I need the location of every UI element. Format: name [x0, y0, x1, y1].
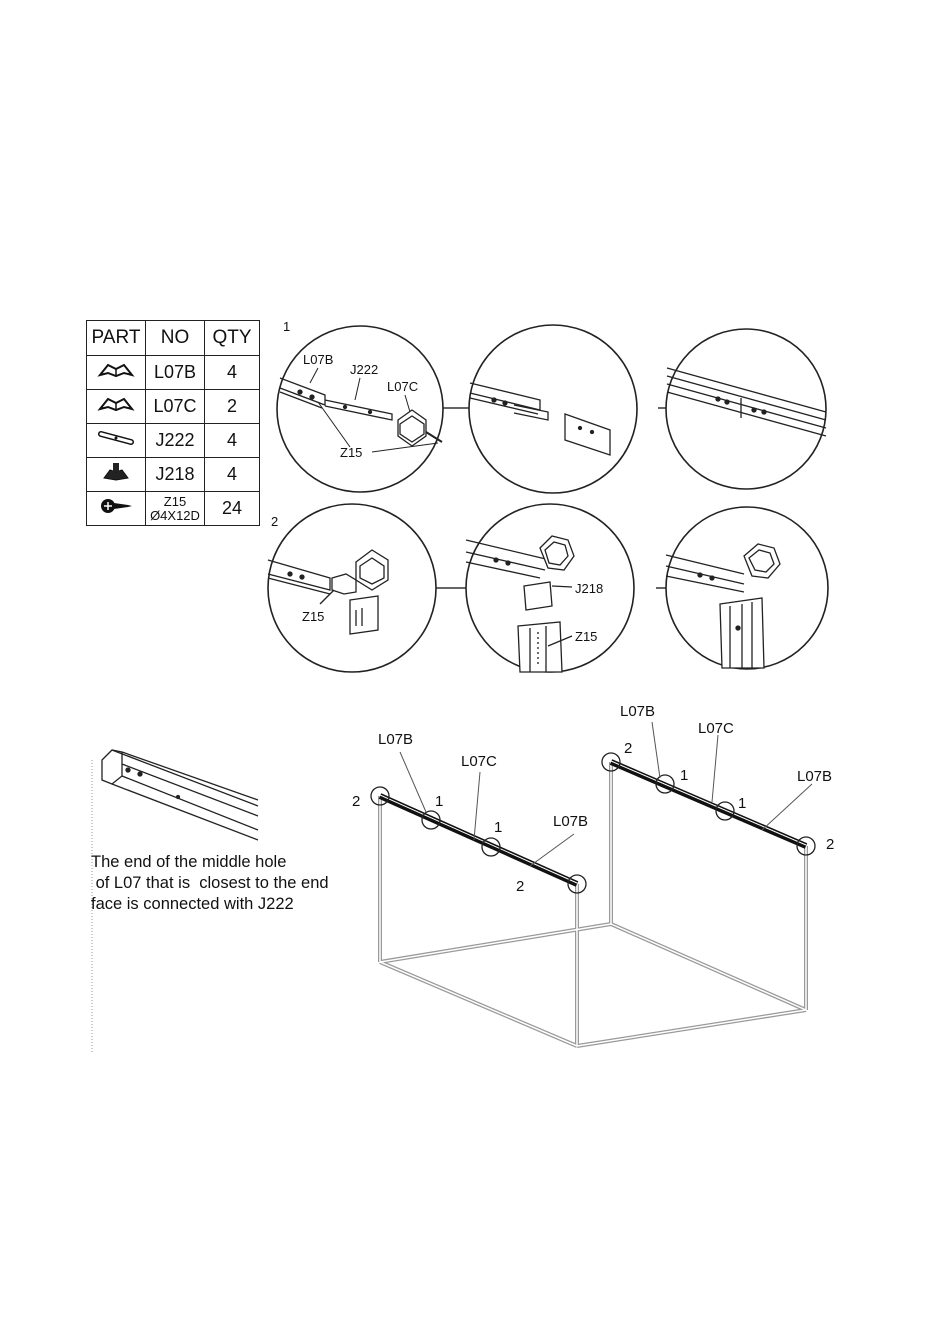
detail-circle-4: Z15 [268, 504, 436, 672]
detail-circle-2 [469, 325, 637, 493]
frame-right-end-2b: 2 [826, 836, 834, 853]
detail-circle-5: J218 Z15 [466, 504, 634, 672]
detail-circle-1: L07B J222 L07C Z15 [277, 326, 443, 492]
frame-left-l07b: L07B [378, 731, 413, 748]
frame-right-joint-1a: 1 [680, 767, 688, 784]
frame-right-joint-1b: 1 [738, 795, 746, 812]
frame-right-l07b: L07B [620, 703, 655, 720]
frame-left-joint-1b: 1 [494, 819, 502, 836]
detail-circle-6 [666, 507, 828, 669]
callout-l07c: L07C [387, 379, 418, 394]
callout-z15-step2b: Z15 [575, 629, 597, 644]
callout-z15: Z15 [340, 445, 362, 460]
frame-right-end-2a: 2 [624, 740, 632, 757]
callout-j222: J222 [350, 362, 378, 377]
note-line-2: of L07 that is closest to the end [91, 873, 329, 894]
step-1-number: 1 [283, 319, 290, 334]
frame-left-joint-1a: 1 [435, 793, 443, 810]
frame-right-l07b-2: L07B [797, 768, 832, 785]
frame-left-l07b-2: L07B [553, 813, 588, 830]
tent-frame [371, 722, 815, 1046]
assembly-note: The end of the middle hole of L07 that i… [91, 852, 329, 915]
callout-j218: J218 [575, 581, 603, 596]
callout-z15-step2: Z15 [302, 609, 324, 624]
callout-l07b: L07B [303, 352, 333, 367]
detail-circle-3 [666, 329, 826, 489]
step-2-number: 2 [271, 514, 278, 529]
note-line-1: The end of the middle hole [91, 852, 329, 873]
frame-right-l07c: L07C [698, 720, 734, 737]
frame-left-end-2a: 2 [352, 793, 360, 810]
note-line-3: face is connected with J222 [91, 894, 329, 915]
frame-left-l07c: L07C [461, 753, 497, 770]
frame-left-end-2b: 2 [516, 878, 524, 895]
